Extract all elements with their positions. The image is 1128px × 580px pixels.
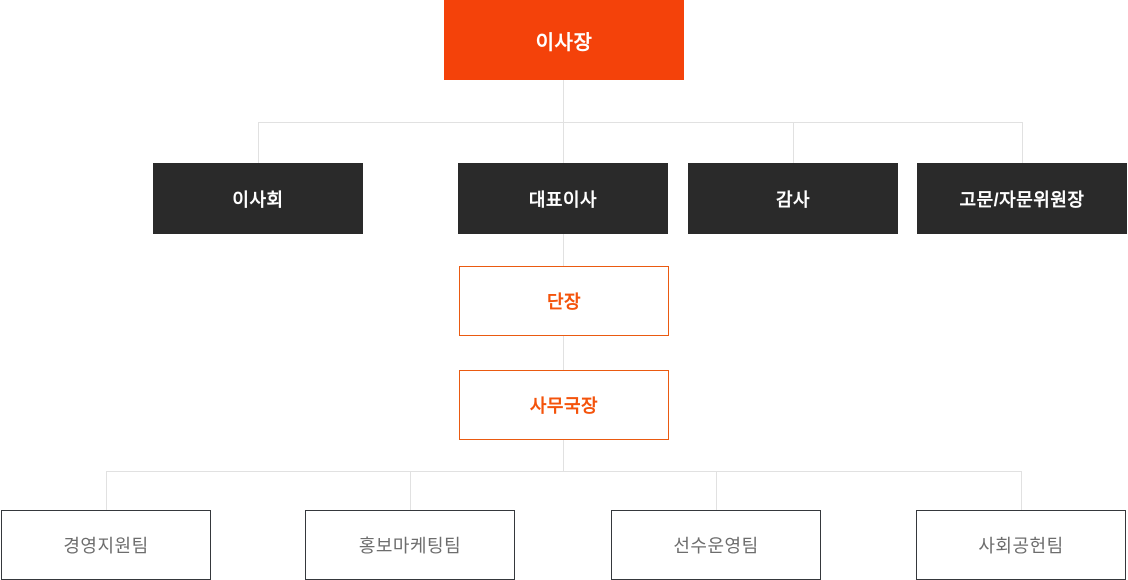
org-node-chairman: 이사장: [444, 0, 684, 80]
org-node-ceo: 대표이사: [458, 163, 668, 234]
org-node-social-contribution-team: 사회공헌팀: [916, 510, 1126, 580]
org-node-player-operations-team: 선수운영팀: [611, 510, 821, 580]
org-node-pr-marketing-team: 홍보마케팅팀: [305, 510, 515, 580]
connector-ceo-headdirector: [563, 234, 564, 266]
connector-secretary-drop: [563, 440, 564, 471]
connector-stub-ceo: [563, 122, 564, 163]
org-node-auditor: 감사: [688, 163, 898, 234]
connector-headdirector-secretary: [563, 336, 564, 370]
org-node-advisory: 고문/자문위원장: [917, 163, 1127, 234]
connector-chairman-drop: [563, 80, 564, 122]
org-node-board: 이사회: [153, 163, 363, 234]
connector-exec-rail: [258, 122, 1023, 123]
org-node-management-support-team: 경영지원팀: [1, 510, 211, 580]
connector-stub-management-support: [106, 471, 107, 510]
connector-stub-pr-marketing: [410, 471, 411, 510]
connector-stub-advisory: [1022, 122, 1023, 163]
connector-team-rail: [106, 471, 1021, 472]
org-node-head-director: 단장: [459, 266, 669, 336]
connector-stub-board: [258, 122, 259, 163]
connector-stub-player-operations: [716, 471, 717, 510]
connector-stub-auditor: [793, 122, 794, 163]
connector-stub-social-contribution: [1021, 471, 1022, 510]
org-node-secretary-general: 사무국장: [459, 370, 669, 440]
